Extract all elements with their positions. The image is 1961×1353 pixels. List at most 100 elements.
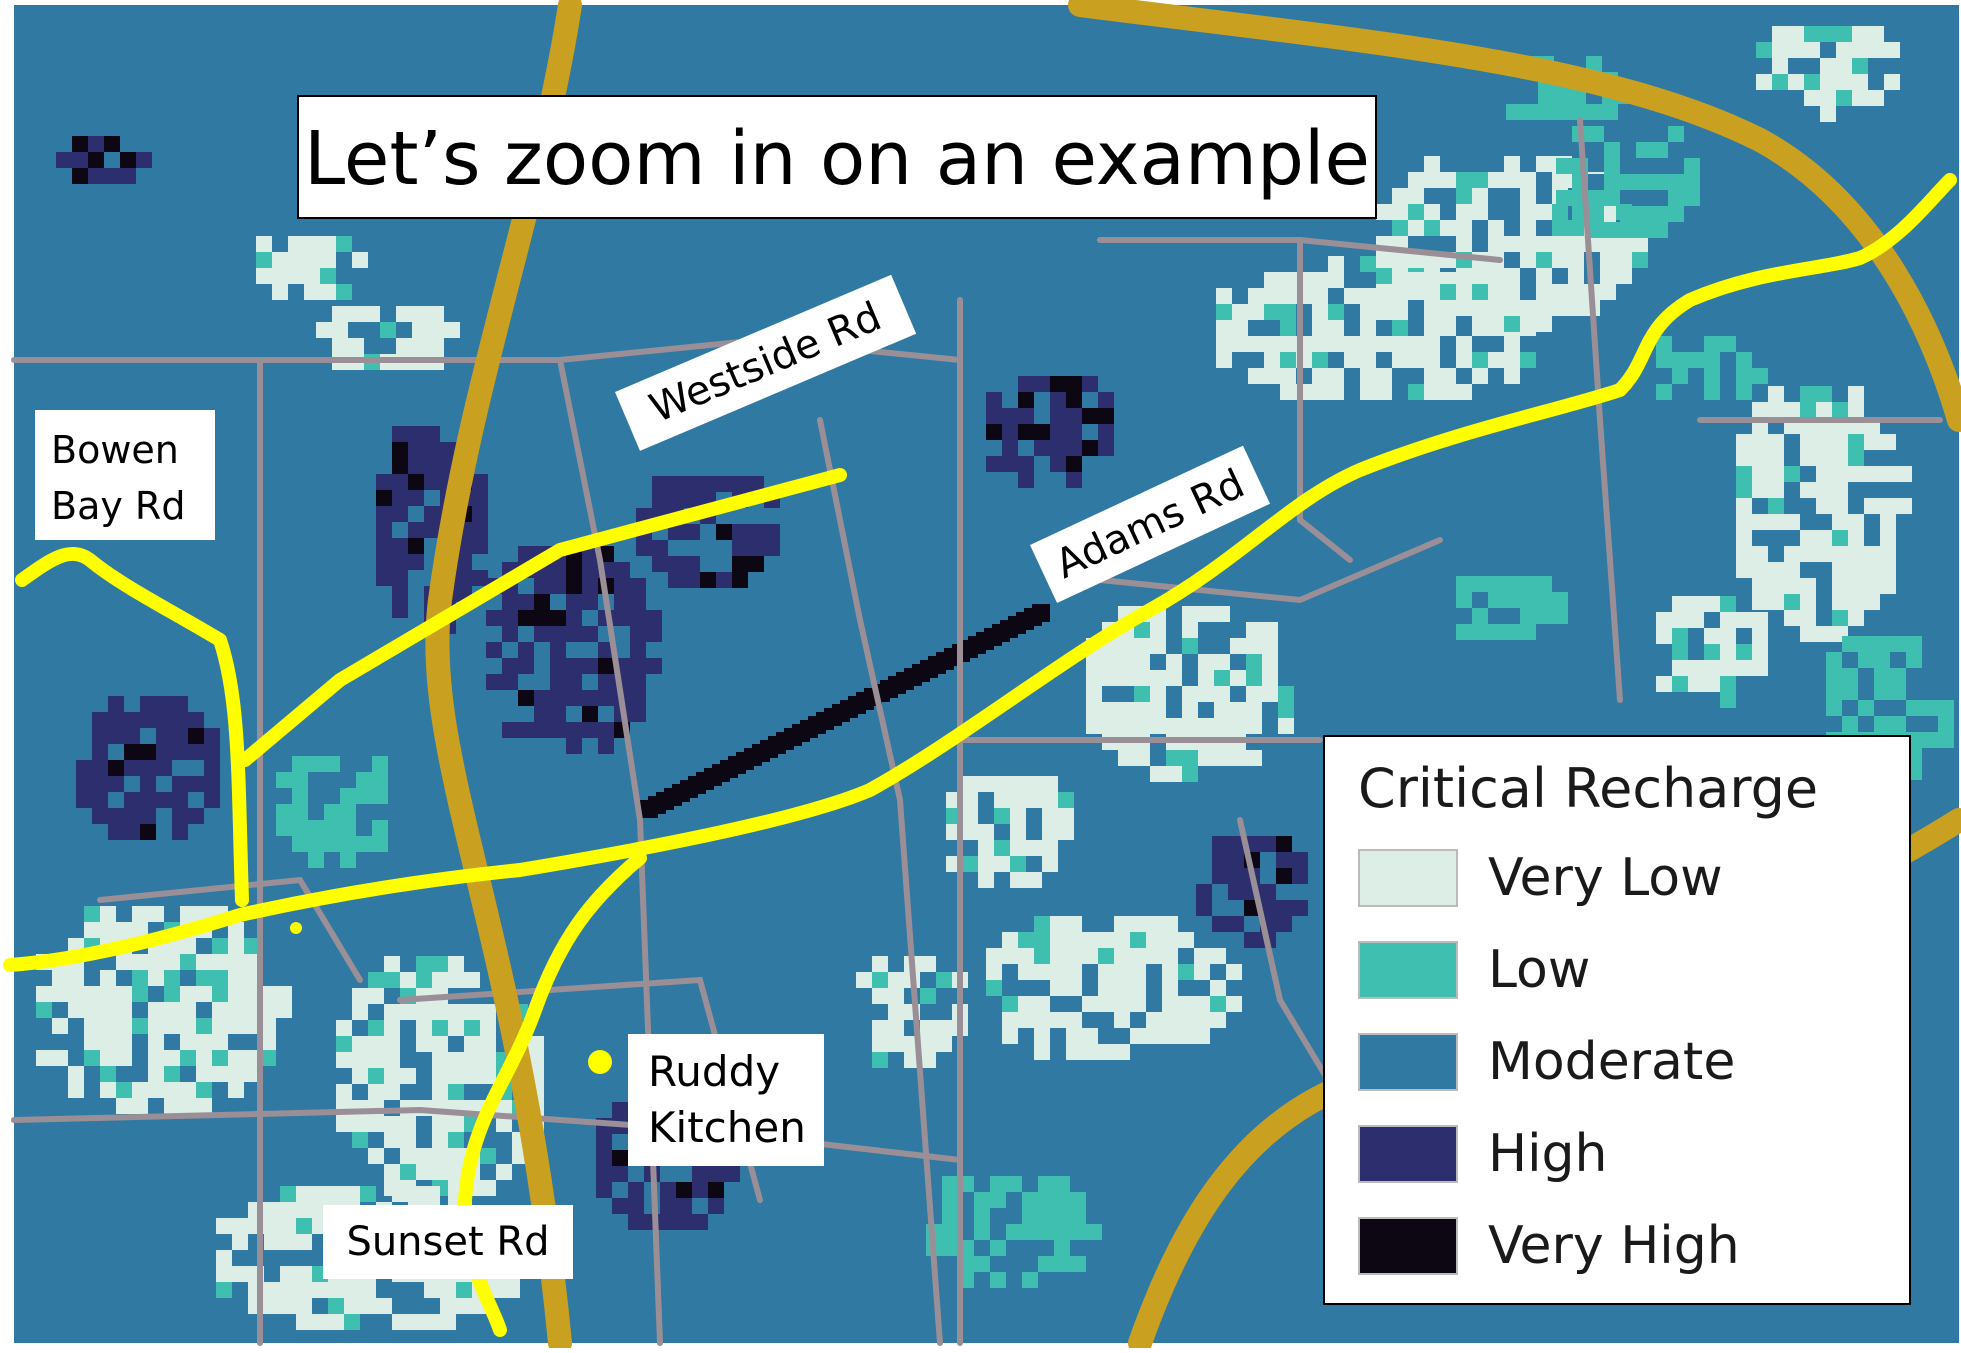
recharge-cell — [336, 236, 352, 252]
recharge-cell — [1050, 456, 1066, 472]
recharge-cell — [400, 1116, 416, 1132]
recharge-cell — [432, 1164, 448, 1180]
recharge-cell — [188, 728, 204, 744]
recharge-cell — [496, 1164, 512, 1180]
recharge-cell — [432, 1148, 448, 1164]
recharge-cell — [216, 1218, 232, 1234]
recharge-cell — [1198, 750, 1214, 766]
recharge-cell — [204, 728, 220, 744]
recharge-cell — [1456, 336, 1472, 352]
recharge-cell — [352, 252, 368, 268]
recharge-cell — [1520, 576, 1536, 592]
recharge-cell — [1118, 638, 1134, 654]
recharge-cell — [1408, 220, 1424, 236]
recharge-cell — [1836, 58, 1852, 74]
recharge-cell — [440, 442, 456, 458]
recharge-cell — [1376, 384, 1392, 400]
recharge-cell — [400, 1148, 416, 1164]
recharge-cell — [1118, 670, 1134, 686]
recharge-cell — [1006, 1176, 1022, 1192]
recharge-cell — [1816, 546, 1832, 562]
recharge-cell — [1276, 868, 1292, 884]
recharge-cell — [1214, 670, 1230, 686]
recharge-cell — [100, 922, 116, 938]
recharge-cell — [1704, 628, 1720, 644]
recharge-cell — [1010, 792, 1026, 808]
recharge-cell — [280, 1234, 296, 1250]
recharge-cell — [1182, 638, 1198, 654]
recharge-cell — [164, 970, 180, 986]
recharge-cell — [1130, 948, 1146, 964]
recharge-cell — [1522, 88, 1538, 104]
recharge-cell — [1864, 594, 1880, 610]
recharge-cell — [1922, 700, 1938, 716]
recharge-cell — [1178, 996, 1194, 1012]
recharge-cell — [148, 1050, 164, 1066]
ruddy-kitchen-marker — [588, 1050, 612, 1074]
recharge-cell — [1392, 352, 1408, 368]
recharge-cell — [614, 594, 630, 610]
recharge-cell — [942, 1224, 958, 1240]
recharge-cell — [1198, 718, 1214, 734]
recharge-cell — [1736, 384, 1752, 400]
recharge-cell — [280, 1266, 296, 1282]
recharge-cell — [304, 268, 320, 284]
recharge-cell — [628, 1214, 644, 1230]
recharge-cell — [1086, 718, 1102, 734]
recharge-cell — [196, 1050, 212, 1066]
recharge-cell — [1906, 700, 1922, 716]
recharge-cell — [472, 522, 488, 538]
recharge-cell — [566, 578, 582, 594]
recharge-cell — [1456, 384, 1472, 400]
recharge-cell — [1896, 498, 1912, 514]
recharge-cell — [408, 474, 424, 490]
recharge-cell — [1768, 578, 1784, 594]
recharge-cell — [1010, 824, 1026, 840]
recharge-cell — [550, 706, 566, 722]
recharge-cell — [424, 442, 440, 458]
recharge-cell — [534, 690, 550, 706]
recharge-cell — [1704, 644, 1720, 660]
recharge-cell — [1280, 368, 1296, 384]
recharge-cell — [1226, 964, 1242, 980]
recharge-cell — [264, 1202, 280, 1218]
legend-title: Critical Recharge — [1358, 757, 1819, 820]
recharge-cell — [1656, 628, 1672, 644]
recharge-cell — [244, 1002, 260, 1018]
recharge-cell — [116, 1034, 132, 1050]
recharge-cell — [1360, 368, 1376, 384]
recharge-cell — [1228, 916, 1244, 932]
recharge-cell — [132, 986, 148, 1002]
recharge-cell — [1392, 320, 1408, 336]
recharge-cell — [1344, 336, 1360, 352]
recharge-cell — [1086, 654, 1102, 670]
recharge-cell — [1178, 1012, 1194, 1028]
recharge-cell — [598, 722, 614, 738]
recharge-cell — [1800, 578, 1816, 594]
recharge-cell — [1058, 792, 1074, 808]
recharge-cell — [708, 1198, 724, 1214]
recharge-cell — [1504, 172, 1520, 188]
recharge-cell — [204, 776, 220, 792]
recharge-cell — [1214, 750, 1230, 766]
recharge-cell — [368, 1068, 384, 1084]
recharge-cell — [1408, 284, 1424, 300]
recharge-cell — [424, 458, 440, 474]
recharge-cell — [448, 1132, 464, 1148]
highlighted-roads — [3, 173, 1957, 1337]
recharge-cell — [1182, 750, 1198, 766]
recharge-cell — [1214, 686, 1230, 702]
recharge-cell — [180, 986, 196, 1002]
bowen-bay-road-line — [15, 546, 249, 907]
recharge-cell — [942, 1240, 958, 1256]
recharge-cell — [1826, 700, 1842, 716]
recharge-cell — [1684, 158, 1700, 174]
recharge-cell — [416, 972, 432, 988]
recharge-cell — [1604, 142, 1620, 158]
recharge-cell — [582, 722, 598, 738]
recharge-cell — [472, 570, 488, 586]
recharge-cell — [320, 268, 336, 284]
recharge-cell — [356, 788, 372, 804]
recharge-cell — [1820, 90, 1836, 106]
legend-label: High — [1488, 1124, 1608, 1184]
